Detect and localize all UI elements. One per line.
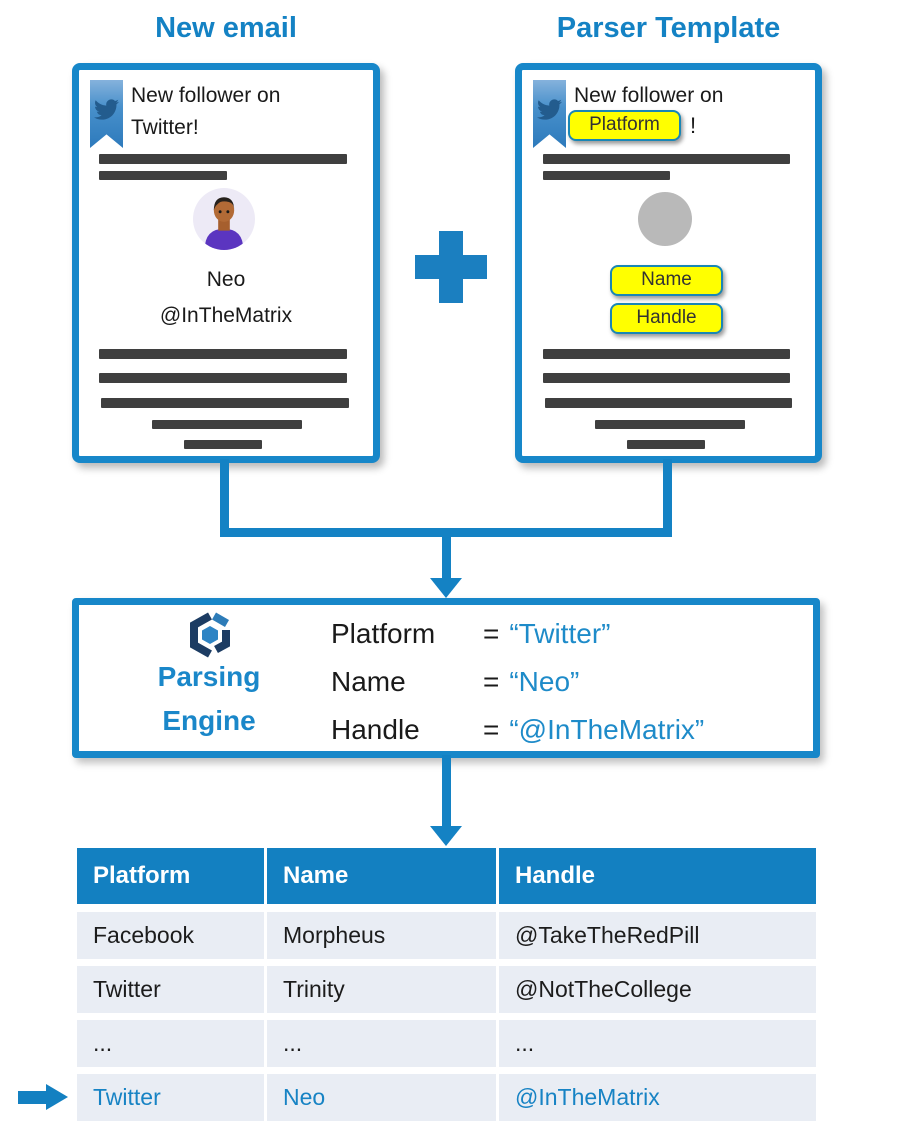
twitter-bird-icon [94, 99, 119, 120]
follower-handle: @InTheMatrix [159, 304, 293, 327]
row-pointer-arrow-icon [46, 1084, 68, 1110]
row-pointer-arrow-icon [18, 1091, 46, 1104]
table-cell: Twitter [77, 1074, 264, 1121]
name-chip: Name [610, 265, 723, 296]
text-placeholder-bar [184, 440, 262, 449]
avatar-placeholder-circle [638, 192, 692, 246]
handle-chip: Handle [610, 303, 723, 334]
text-placeholder-bar [99, 171, 227, 180]
table-cell: ... [77, 1020, 264, 1067]
assignment-key: Platform [331, 618, 436, 649]
table-header-cell: Name [267, 848, 496, 904]
parser-template-card: New follower on Platform ! Name Handle [515, 63, 822, 463]
parsing-engine-logo-icon [190, 612, 230, 658]
plus-icon [415, 231, 487, 303]
parser-template-title: Parser Template [556, 12, 781, 44]
text-placeholder-bar [99, 373, 347, 383]
text-placeholder-bar [543, 349, 790, 359]
table-header-cell: Handle [499, 848, 816, 904]
table-cell: Neo [267, 1074, 496, 1121]
assignment-list: Platform = “Twitter” Name = “Neo” Handle… [331, 610, 704, 754]
table-header-row: Platform Name Handle [77, 848, 816, 904]
table-row: Facebook Morpheus @TakeTheRedPill [77, 912, 816, 959]
text-placeholder-bar [595, 420, 745, 429]
table-row: ... ... ... [77, 1020, 816, 1067]
parsing-engine-label-line2: Engine [162, 705, 256, 736]
table-cell: @NotTheCollege [499, 966, 816, 1013]
table-row: Twitter Trinity @NotTheCollege [77, 966, 816, 1013]
results-table: Platform Name Handle Facebook Morpheus @… [77, 848, 816, 1121]
assignment-key: Handle [331, 714, 420, 745]
table-cell: ... [267, 1020, 496, 1067]
equals-sign: = [483, 666, 500, 697]
table-header-cell: Platform [77, 848, 264, 904]
arrow-down-icon [430, 826, 462, 846]
email-subject-line1: New follower on [131, 84, 281, 107]
parsing-engine-label-line1: Parsing [157, 661, 261, 692]
template-subject-line1: New follower on [574, 84, 724, 107]
text-placeholder-bar [99, 154, 347, 164]
twitter-ribbon-icon [533, 80, 566, 148]
equals-sign: = [483, 714, 500, 745]
table-row-highlighted: Twitter Neo @InTheMatrix [77, 1074, 816, 1121]
assignment-row-handle: Handle = “@InTheMatrix” [331, 706, 704, 754]
text-placeholder-bar [627, 440, 705, 449]
twitter-bird-icon [537, 99, 562, 120]
assignment-key: Name [331, 666, 406, 697]
parsing-engine-box: Parsing Engine Platform = “Twitter” Name… [72, 598, 820, 758]
text-placeholder-bar [543, 373, 790, 383]
table-cell: Twitter [77, 966, 264, 1013]
twitter-ribbon-icon [90, 80, 123, 148]
table-cell: @TakeTheRedPill [499, 912, 816, 959]
assignment-row-name: Name = “Neo” [331, 658, 704, 706]
assignment-value: “@InTheMatrix” [509, 714, 705, 745]
follower-name: Neo [206, 268, 246, 291]
email-subject-line2: Twitter! [131, 116, 199, 139]
new-email-card: New follower on Twitter! Neo @InTheMatri… [72, 63, 380, 463]
platform-chip: Platform [568, 110, 681, 141]
text-placeholder-bar [152, 420, 302, 429]
text-placeholder-bar [545, 398, 792, 408]
text-placeholder-bar [543, 154, 790, 164]
table-cell: ... [499, 1020, 816, 1067]
assignment-value: “Neo” [509, 666, 580, 697]
text-placeholder-bar [99, 349, 347, 359]
arrow-down-shaft [442, 755, 451, 826]
assignment-value: “Twitter” [509, 618, 611, 649]
equals-sign: = [483, 618, 500, 649]
avatar [193, 188, 255, 250]
assignment-row-platform: Platform = “Twitter” [331, 610, 704, 658]
table-cell: Morpheus [267, 912, 496, 959]
table-cell: Trinity [267, 966, 496, 1013]
connector-line-right [663, 459, 672, 537]
arrow-down-icon [430, 578, 462, 598]
text-placeholder-bar [543, 171, 670, 180]
arrow-down-shaft [442, 528, 451, 580]
connector-line-left [220, 459, 229, 537]
text-placeholder-bar [101, 398, 349, 408]
new-email-title: New email [155, 12, 297, 44]
table-cell: Facebook [77, 912, 264, 959]
table-cell: @InTheMatrix [499, 1074, 816, 1121]
exclamation-mark: ! [690, 112, 697, 138]
template-subject-line2: Platform ! [568, 110, 696, 141]
